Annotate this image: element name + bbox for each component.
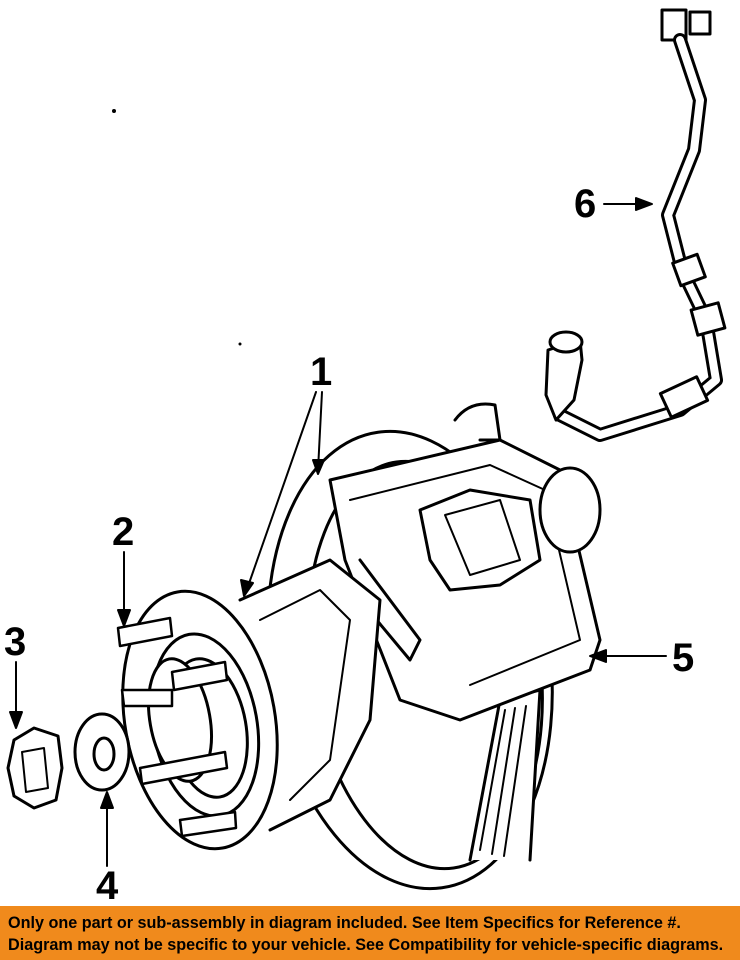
wheel-hub bbox=[121, 558, 382, 851]
brake-assembly-diagram bbox=[6, 8, 727, 891]
disclaimer-line-2: Diagram may not be specific to your vehi… bbox=[8, 936, 724, 954]
callout-3: 3 bbox=[4, 620, 27, 664]
leader-lines bbox=[9, 197, 667, 867]
disclaimer-line-1: Only one part or sub-assembly in diagram… bbox=[8, 914, 681, 932]
wheel-studs bbox=[116, 616, 238, 838]
callout-1: 1 bbox=[310, 350, 333, 394]
callout-2: 2 bbox=[112, 510, 135, 554]
castle-nut bbox=[6, 726, 64, 810]
washer bbox=[73, 712, 131, 792]
brake-hose bbox=[544, 8, 727, 442]
disclaimer-banner: Only one part or sub-assembly in diagram… bbox=[0, 906, 740, 960]
callout-5: 5 bbox=[672, 636, 695, 680]
callout-6: 6 bbox=[574, 182, 597, 226]
brake-caliper bbox=[328, 402, 602, 722]
callout-4: 4 bbox=[96, 864, 119, 908]
